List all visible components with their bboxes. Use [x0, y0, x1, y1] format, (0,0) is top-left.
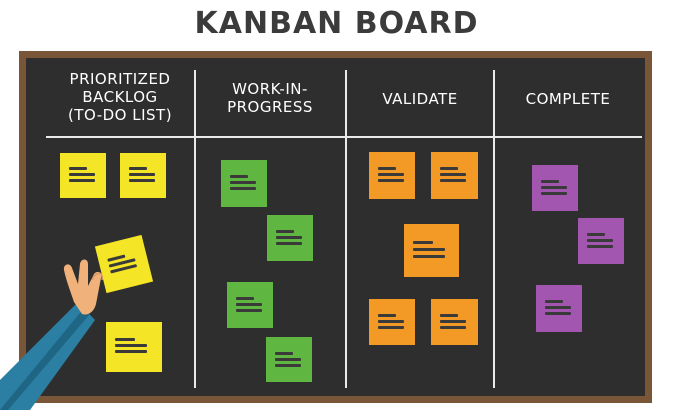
column-header-validate: VALIDATE — [382, 90, 458, 108]
sticky-note-backlog-2[interactable] — [120, 153, 166, 198]
sticky-note-complete-3[interactable] — [536, 285, 582, 332]
sticky-note-complete-1[interactable] — [532, 165, 578, 211]
sticky-note-complete-2[interactable] — [578, 218, 624, 264]
column-divider-3 — [493, 70, 495, 388]
sticky-note-wip-1[interactable] — [221, 160, 267, 207]
board-title: KANBAN BOARD — [194, 6, 479, 41]
header-divider — [46, 136, 642, 138]
sticky-note-wip-4[interactable] — [266, 337, 312, 382]
sticky-note-validate-4[interactable] — [369, 299, 415, 345]
hand-holding-note-icon — [0, 259, 104, 410]
sticky-note-validate-2[interactable] — [431, 152, 478, 199]
sticky-note-validate-3[interactable] — [404, 224, 459, 277]
sticky-note-validate-1[interactable] — [369, 152, 415, 199]
sticky-note-wip-2[interactable] — [267, 215, 313, 261]
sticky-note-wip-3[interactable] — [227, 282, 273, 328]
column-header-backlog: PRIORITIZED BACKLOG (TO-DO LIST) — [67, 70, 173, 124]
sticky-note-validate-5[interactable] — [431, 299, 478, 345]
sticky-note-backlog-1[interactable] — [60, 153, 106, 198]
column-divider-1 — [194, 70, 196, 388]
sticky-note-backlog-3[interactable] — [106, 322, 162, 372]
column-header-wip: WORK-IN- PROGRESS — [227, 80, 313, 116]
column-divider-2 — [345, 70, 347, 388]
column-header-complete: COMPLETE — [525, 90, 611, 108]
